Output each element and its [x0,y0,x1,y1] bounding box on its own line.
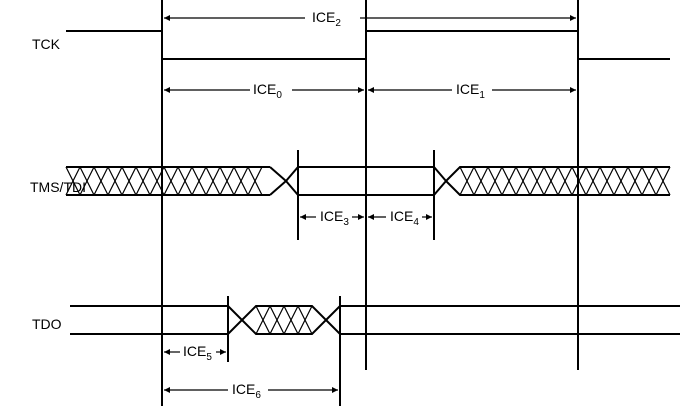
tck-label: TCK [32,36,61,52]
tdo-label: TDO [32,316,62,332]
ice3-dimension: ICE3 [300,208,364,228]
ice6-label: ICE6 [232,381,261,401]
ice1-label: ICE1 [456,81,485,101]
tck-waveform [66,30,670,60]
ice2-label: ICE2 [312,9,341,29]
ice5-dimension: ICE5 [164,343,226,363]
ice2-dimension: ICE2 [164,9,576,29]
ice4-dimension: ICE4 [368,208,432,228]
tms-tdi-waveform [65,150,671,240]
ice0-dimension: ICE0 [164,81,364,101]
ice0-label: ICE0 [253,81,282,101]
tms-tdi-label: TMS/TDI [30,179,86,195]
ice1-dimension: ICE1 [368,81,576,101]
tdo-waveform [70,296,680,406]
ice6-dimension: ICE6 [164,381,338,401]
ice3-label: ICE3 [320,208,349,228]
ice5-label: ICE5 [183,343,212,363]
ice4-label: ICE4 [390,208,419,228]
